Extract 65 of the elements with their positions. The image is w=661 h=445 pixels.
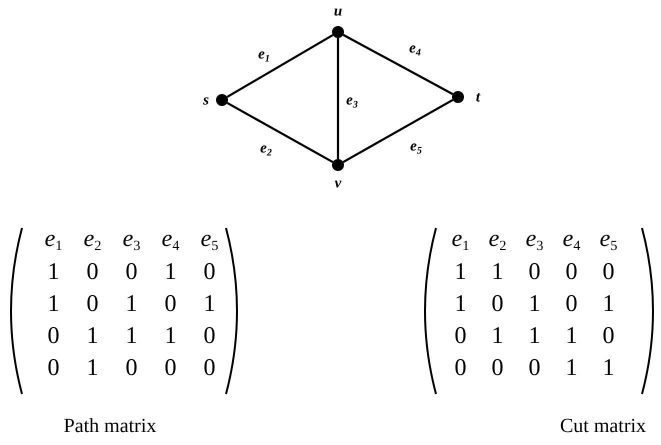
matrix-entry: 0 xyxy=(86,292,98,316)
matrix-entry: 1 xyxy=(164,324,176,348)
matrix-entry: 0 xyxy=(528,356,540,380)
vertex-label: v xyxy=(334,176,342,192)
column-header: e$_{2}$ xyxy=(84,226,102,254)
matrix-entry: 1 xyxy=(454,292,466,316)
matrix-caption: Path matrix xyxy=(64,416,156,436)
matrix-entry: 0 xyxy=(454,356,466,380)
matrix-entry: 0 xyxy=(602,324,614,348)
column-header: e$_{2}$ xyxy=(488,226,506,254)
matrix-entry: 1 xyxy=(492,324,504,348)
matrix-entry: 1 xyxy=(126,324,138,348)
graph-edge xyxy=(342,34,454,96)
matrix-entry: 0 xyxy=(492,356,504,380)
matrix-entry: 1 xyxy=(602,356,614,380)
vertex-label: u xyxy=(334,4,342,20)
matrix-entry: 0 xyxy=(602,260,614,284)
matrix-entry: 0 xyxy=(164,292,176,316)
matrix-entry: 1 xyxy=(48,260,60,284)
matrix-entry: 1 xyxy=(86,356,98,380)
matrix-entry: 0 xyxy=(204,324,216,348)
column-header: e$_{5}$ xyxy=(200,226,218,254)
vertex-dot xyxy=(452,91,464,103)
matrix-entry: 1 xyxy=(602,292,614,316)
column-header: e$_{5}$ xyxy=(600,226,618,254)
vertex-dot xyxy=(216,94,228,106)
matrix-entry: 1 xyxy=(204,292,216,316)
matrix-entry: 1 xyxy=(566,324,578,348)
vertex-dot xyxy=(332,159,344,171)
column-header: e$_{3}$ xyxy=(122,226,140,254)
column-header: e$_{4}$ xyxy=(162,226,180,254)
matrix-entry: 0 xyxy=(454,324,466,348)
column-header: e$_{1}$ xyxy=(452,226,470,254)
matrix-entry: 0 xyxy=(164,356,176,380)
column-header: e$_{4}$ xyxy=(562,226,580,254)
matrix-entry: 0 xyxy=(204,356,216,380)
graph-edge xyxy=(226,34,334,98)
matrix-entry: 0 xyxy=(492,292,504,316)
matrix-entry: 1 xyxy=(86,324,98,348)
matrix-entry: 1 xyxy=(528,292,540,316)
matrix-entry: 1 xyxy=(48,292,60,316)
matrix-entry: 0 xyxy=(204,260,216,284)
matrix-entry: 0 xyxy=(48,324,60,348)
matrix-entry: 0 xyxy=(126,260,138,284)
graph-edge xyxy=(226,102,334,164)
matrix-entry: 0 xyxy=(126,356,138,380)
matrix-entry: 0 xyxy=(528,260,540,284)
matrix-entry: 1 xyxy=(566,356,578,380)
matrix-entry: 1 xyxy=(528,324,540,348)
column-header: e$_{3}$ xyxy=(526,226,544,254)
matrix-entry: 1 xyxy=(492,260,504,284)
matrix-entry: 0 xyxy=(86,260,98,284)
matrix-entry: 0 xyxy=(566,292,578,316)
matrix-entry: 1 xyxy=(164,260,176,284)
matrix-entry: 1 xyxy=(126,292,138,316)
matrix-entry: 0 xyxy=(566,260,578,284)
graph-edge xyxy=(336,38,340,159)
matrix-caption: Cut matrix xyxy=(560,416,646,436)
matrix-entry: 1 xyxy=(454,260,466,284)
matrix-entry: 0 xyxy=(48,356,60,380)
vertex-label: s xyxy=(203,94,209,108)
graph-edge xyxy=(342,99,454,163)
vertex-dot xyxy=(332,26,344,38)
column-header: e$_{1}$ xyxy=(44,226,62,254)
vertex-label: t xyxy=(476,90,480,106)
